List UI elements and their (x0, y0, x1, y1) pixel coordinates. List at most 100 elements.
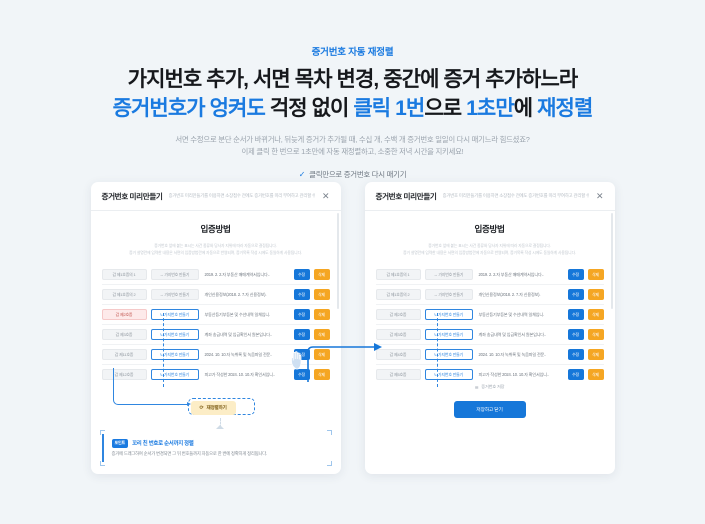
add-subnumber-button[interactable]: → 가지번호 만들기 (150, 269, 199, 281)
evidence-row[interactable]: 갑 제3호증↳ 가지번호 만들기 계좌 송금내역 및 입금확인서 원본입니다.. 수… (101, 325, 330, 346)
delete-button[interactable]: 삭제 (587, 369, 604, 381)
edit-button[interactable]: 수정 (293, 309, 310, 321)
save-note-right: ☰ 증거번호 저장 (475, 384, 505, 390)
reorder-button[interactable]: ⟳ 재정렬하기 (190, 401, 236, 415)
close-icon[interactable]: ✕ (595, 191, 604, 201)
headline-highlight-2: 클릭 1번 (353, 96, 425, 120)
evidence-row[interactable]: 갑 제4호증↳ 가지번호 만들기 2024. 10. 10.자 녹취록 및 녹음파… (375, 345, 604, 366)
evidence-row[interactable]: 갑 제5호증↳ 가지번호 만들기 피고가 작성한 2024. 10. 10.자 확… (375, 365, 604, 384)
headline-plain-3: 에 (513, 96, 538, 120)
delete-button[interactable]: 삭제 (587, 329, 604, 341)
edit-button[interactable]: 수정 (293, 289, 310, 301)
hero-cta-link[interactable]: ✓ 클릭만으로 증거번호 다시 매기기 (0, 169, 705, 180)
edit-button[interactable]: 수정 (567, 329, 584, 341)
tip-corner-bl (99, 461, 105, 466)
delete-button[interactable]: 삭제 (587, 349, 604, 361)
evidence-description: 2019. 2. 2.자 부동산 매매계약서입니다.. (204, 271, 270, 277)
close-icon[interactable]: ✕ (321, 191, 330, 201)
evidence-number-cell[interactable]: 갑 제4호증 (375, 349, 421, 361)
edit-button[interactable]: 수정 (567, 369, 584, 381)
add-subnumber-button[interactable]: ↳ 가지번호 만들기 (150, 349, 199, 361)
add-subnumber-button[interactable]: → 가지번호 만들기 (424, 269, 473, 281)
edit-button[interactable]: 수정 (293, 329, 310, 341)
hero-subcopy-line1: 서면 수정으로 분단 순서가 바뀌거나, 뒤늦게 증거가 추가될 때, 수십 개… (175, 134, 530, 144)
add-subnumber-button[interactable]: ↳ 가지번호 만들기 (424, 309, 473, 321)
tip-badge: 포인트 (111, 438, 129, 448)
scrollbar-left[interactable] (336, 213, 339, 309)
evidence-row[interactable]: 갑 제3호증↳ 가지번호 만들기 계좌 송금내역 및 입금확인서 원본입니다.. 수… (375, 325, 604, 346)
add-subnumber-button[interactable]: → 가지번호 만들기 (150, 289, 199, 301)
doc-note-left-line2: 증거 설명란에 입력한 내용은 서면의 입증방법란에 자동으로 반영되며, 증거… (129, 251, 302, 256)
edit-button[interactable]: 수정 (567, 289, 584, 301)
save-note-icon: ☰ (474, 384, 479, 390)
evidence-number-cell[interactable]: 갑 제12호증 (101, 369, 147, 381)
dialog-body-right: 입증방법 증거번호 앞에 붙는 표시는 사건 종류와 당사자 지위에 따라 자동… (365, 211, 615, 384)
delete-button[interactable]: 삭제 (587, 309, 604, 321)
edit-button[interactable]: 수정 (567, 269, 584, 281)
add-subnumber-button[interactable]: ↳ 가지번호 만들기 (424, 369, 473, 381)
edit-button[interactable]: 수정 (567, 349, 584, 361)
dialog-header-right: 증거번호 미리만들기 증거번호 미리만들기를 이용하면 소장접수 전에도 증거번… (364, 182, 615, 211)
delete-button[interactable]: 삭제 (587, 269, 604, 281)
delete-button[interactable]: 삭제 (313, 329, 330, 341)
save-and-close-button[interactable]: 저장하고 닫기 (453, 401, 526, 418)
evidence-number-cell[interactable]: 갑 제2호증 (101, 309, 147, 321)
delete-button[interactable]: 삭제 (313, 369, 330, 381)
evidence-number-cell[interactable]: 갑 제1호증의 2 (375, 289, 421, 301)
tip-corner-br (326, 461, 332, 466)
doc-note-left-line1: 증거번호 앞에 붙는 표시는 사건 종류와 당사자 지위에 따라 자동으로 결정… (154, 244, 277, 248)
delete-button[interactable]: 삭제 (313, 309, 330, 321)
scrollbar-right[interactable] (610, 213, 613, 309)
edit-button[interactable]: 수정 (293, 349, 310, 361)
evidence-row[interactable]: 갑 제1호증의 1→ 가지번호 만들기 2019. 2. 2.자 부동산 매매계약… (101, 265, 330, 286)
evidence-number-cell[interactable]: 갑 제11호증 (101, 349, 147, 361)
delete-button[interactable]: 삭제 (313, 289, 330, 301)
evidence-number-cell[interactable]: 갑 제3호증 (375, 329, 421, 341)
evidence-description: 피고가 작성한 2024. 10. 10.자 확인서입니.. (478, 371, 549, 377)
dialog-subtitle-right: 증거번호 미리만들기를 이용하면 소장접수 전에도 증거번호를 미리 부여하고 … (442, 193, 589, 199)
dialog-subtitle-left: 증거번호 미리만들기를 이용하면 소장접수 전에도 증거번호를 미리 부여하고 … (168, 193, 315, 199)
add-subnumber-button[interactable]: ↳ 가지번호 만들기 (150, 329, 199, 341)
add-subnumber-button[interactable]: ↳ 가지번호 만들기 (424, 329, 473, 341)
edit-button[interactable]: 수정 (567, 309, 584, 321)
delete-button[interactable]: 삭제 (313, 349, 330, 361)
delete-button[interactable]: 삭제 (587, 289, 604, 301)
headline-plain-2: 으로 (424, 96, 467, 120)
evidence-number-cell[interactable]: 갑 제1호증의 1 (101, 269, 147, 281)
evidence-number-cell[interactable]: 갑 제3호증 (101, 329, 147, 341)
edit-button[interactable]: 수정 (293, 269, 310, 281)
flow-arrowhead-left (186, 402, 191, 406)
evidence-number-cell[interactable]: 갑 제1호증의 1 (375, 269, 421, 281)
selection-guide-right (436, 313, 438, 387)
evidence-description: 계좌 송금내역 및 입금확인서 원본입니다.. (204, 331, 273, 337)
selection-guide-left (162, 313, 164, 387)
doc-title-left: 입증방법 (200, 224, 231, 234)
tip-heading-row: 포인트 꼬리 친 번호로 순서까지 정렬 (111, 438, 330, 448)
add-subnumber-button[interactable]: → 가지번호 만들기 (424, 289, 473, 301)
evidence-row-list-left: 갑 제1호증의 1→ 가지번호 만들기 2019. 2. 2.자 부동산 매매계약… (101, 265, 330, 384)
tip-stem (219, 418, 221, 428)
hero-subcopy-line2: 이제 클릭 한 번으로 1초만에 자동 재정렬하고, 소중한 저녁 시간을 지키… (241, 146, 464, 156)
add-subnumber-button[interactable]: ↳ 가지번호 만들기 (424, 349, 473, 361)
evidence-number-cell[interactable]: 갑 제2호증 (375, 309, 421, 321)
delete-button[interactable]: 삭제 (313, 269, 330, 281)
save-note-label: 증거번호 저장 (481, 384, 505, 389)
evidence-description: 2024. 10. 10.자 녹취록 및 녹음파일 전문.. (478, 351, 547, 357)
evidence-number-cell[interactable]: 갑 제1호증의 2 (101, 289, 147, 301)
dialog-body-left: 입증방법 증거번호 앞에 붙는 표시는 사건 종류와 당사자 지위에 따라 자동… (91, 211, 341, 384)
add-subnumber-button[interactable]: ↳ 가지번호 만들기 (150, 309, 199, 321)
hero-cta-label: 클릭만으로 증거번호 다시 매기기 (309, 169, 407, 179)
evidence-description: 계좌 송금내역 및 입금확인서 원본입니다.. (478, 331, 547, 337)
evidence-number-cell[interactable]: 갑 제5호증 (375, 369, 421, 381)
edit-button[interactable]: 수정 (293, 369, 310, 381)
doc-note-right: 증거번호 앞에 붙는 표시는 사건 종류와 당사자 지위에 따라 자동으로 결정… (376, 243, 604, 257)
add-subnumber-button[interactable]: ↳ 가지번호 만들기 (150, 369, 199, 381)
flow-elbow-left (112, 368, 188, 405)
tip-corner-tr (326, 429, 332, 435)
